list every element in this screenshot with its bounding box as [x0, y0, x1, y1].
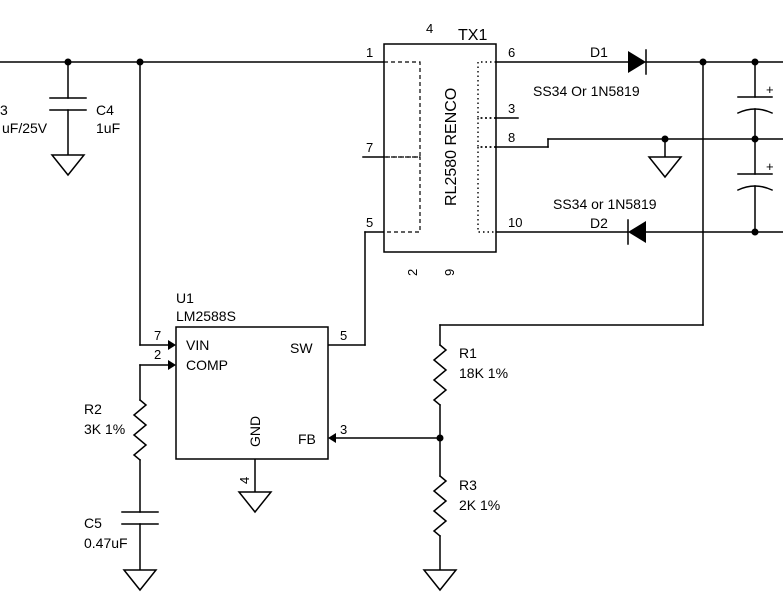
- r2-resistor: [132, 398, 148, 462]
- tx1-pin4: 4: [426, 21, 433, 36]
- ground-icon-r3: [422, 569, 458, 592]
- r1-ref-label: R1: [459, 345, 477, 361]
- d1-ref-label: D1: [590, 44, 608, 60]
- junctions: [64, 58, 759, 442]
- u1-pin-sw-number: 5: [340, 328, 347, 343]
- tx1-pin8: 8: [508, 130, 515, 145]
- ground-icon-u1: [237, 491, 273, 514]
- r2-value-label: 3K 1%: [84, 421, 125, 437]
- tx1-pin5: 5: [366, 215, 373, 230]
- d1-diode: [628, 49, 647, 75]
- u1-pin-fb-number: 3: [340, 422, 347, 437]
- tx1-pin7: 7: [366, 140, 373, 155]
- ground-icon-secondary: [647, 156, 683, 179]
- u1-pin-vin-number: 7: [154, 328, 161, 343]
- d2-value-label: SS34 or 1N5819: [553, 196, 657, 212]
- c5-value-label: 0.47uF: [84, 535, 128, 551]
- u1-pin-vin-name: VIN: [186, 337, 209, 353]
- ground-icon-c5: [122, 569, 158, 592]
- u1-pin-gnd-number: 4: [237, 477, 252, 484]
- c4-capacitor: [49, 97, 87, 111]
- tx1-pin10: 10: [508, 215, 522, 230]
- c4-ref-label: C4: [96, 102, 114, 118]
- tx1-ref-label: TX1: [458, 27, 487, 44]
- tx1-pin9: 9: [442, 269, 457, 276]
- u1-pin-sw-name: SW: [290, 340, 313, 356]
- tx1-pin2: 2: [405, 269, 420, 276]
- u1-pin-gnd-name: GND: [247, 416, 263, 447]
- c5-ref-label: C5: [84, 515, 102, 531]
- out-cap-top-plus: +: [766, 82, 774, 97]
- r2-ref-label: R2: [84, 401, 102, 417]
- ground-icon-c4: [50, 154, 86, 177]
- r1-resistor: [432, 343, 448, 407]
- d1-value-label: SS34 Or 1N5819: [533, 83, 640, 99]
- tx1-pin3: 3: [508, 101, 515, 116]
- c4-value-label: 1uF: [96, 120, 120, 136]
- d2-diode: [627, 219, 646, 245]
- u1-ref-label: U1: [176, 290, 194, 306]
- u1-pin-fb-name: FB: [298, 431, 316, 447]
- tx1-pin6: 6: [508, 45, 515, 60]
- labels: 3 uF/25V C4 1uF TX1 4 1 7 5 6 3 8 10 2 9…: [0, 21, 774, 551]
- r3-ref-label: R3: [459, 477, 477, 493]
- d2-ref-label: D2: [590, 215, 608, 231]
- u1-regulator: [168, 326, 336, 460]
- c5-capacitor: [121, 511, 159, 525]
- r3-resistor: [432, 474, 448, 538]
- out-cap-bottom-plus: +: [766, 159, 774, 174]
- tx1-pin1: 1: [366, 45, 373, 60]
- c3-value-label: uF/25V: [2, 120, 48, 136]
- output-cap-top: [737, 96, 773, 114]
- u1-pin-comp-name: COMP: [186, 357, 228, 373]
- tx1-transformer: [383, 43, 497, 253]
- output-cap-bottom: [737, 173, 773, 191]
- c3-ref-label: 3: [0, 102, 8, 118]
- u1-value-label: LM2588S: [176, 308, 236, 324]
- u1-pin-comp-number: 2: [154, 347, 161, 362]
- tx1-value-label: RL2580 RENCO: [443, 88, 460, 206]
- r3-value-label: 2K 1%: [459, 497, 500, 513]
- r1-value-label: 18K 1%: [459, 365, 508, 381]
